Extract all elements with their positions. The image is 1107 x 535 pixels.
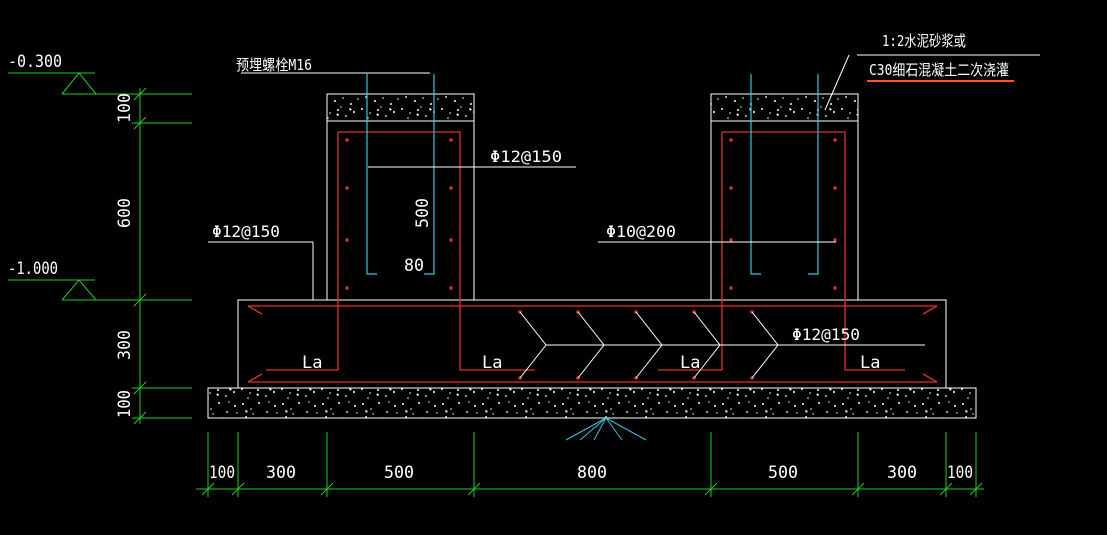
elevation-top-label: -0.300 bbox=[8, 52, 62, 72]
slab-tie-chevrons bbox=[519, 311, 925, 379]
vertical-dimension-chain bbox=[132, 87, 192, 425]
right-grout-cap bbox=[710, 93, 859, 122]
bolt-depth-label: 500 bbox=[413, 198, 433, 228]
rebar-cage bbox=[247, 131, 938, 383]
left-grout-cap bbox=[326, 93, 475, 122]
bolt-hook-label: 80 bbox=[404, 256, 424, 276]
right-rebar-label: Φ10@200 bbox=[606, 222, 676, 241]
hdim-100-left: 100 bbox=[209, 463, 235, 483]
hdim-800: 800 bbox=[577, 463, 607, 483]
elevation-marker-top: -0.300 bbox=[8, 52, 192, 95]
anchor-label-3: La bbox=[680, 353, 700, 373]
grout-note-line2: C30细石混凝土二次浇灌 bbox=[869, 61, 1009, 79]
vdim-300: 300 bbox=[115, 330, 135, 360]
elevation-marker-bottom: -1.000 bbox=[8, 259, 192, 301]
grout-note-line1: 1:2水泥砂浆或 bbox=[882, 32, 966, 50]
leader-lines bbox=[208, 54, 1040, 300]
concrete-bedding bbox=[207, 387, 977, 419]
right-pier bbox=[710, 93, 859, 301]
left-rebar-label: Φ12@150 bbox=[212, 222, 280, 241]
anchor-label-1: La bbox=[302, 353, 322, 373]
elevation-bottom-label: -1.000 bbox=[8, 259, 58, 279]
hdim-300-right: 300 bbox=[887, 463, 917, 483]
hdim-100-right: 100 bbox=[947, 463, 973, 483]
left-pier bbox=[326, 93, 475, 301]
rebar-dots bbox=[345, 138, 837, 380]
center-axis-marker bbox=[565, 417, 647, 441]
base-slab bbox=[237, 299, 947, 389]
hdim-500-left: 500 bbox=[384, 463, 414, 483]
horizontal-dimension-chain bbox=[196, 432, 984, 497]
vdim-100-bottom: 100 bbox=[115, 390, 135, 418]
hdim-500-right: 500 bbox=[768, 463, 798, 483]
bolt-label: 预埋螺栓M16 bbox=[236, 56, 312, 74]
vdim-100-top: 100 bbox=[115, 93, 135, 123]
anchor-bolts bbox=[366, 74, 819, 275]
anchor-label-2: La bbox=[482, 353, 502, 373]
base-rebar-label: Φ12@150 bbox=[792, 325, 860, 344]
vdim-600: 600 bbox=[115, 198, 135, 228]
hdim-300-left: 300 bbox=[266, 463, 296, 483]
pier-stirrup-label: Φ12@150 bbox=[490, 147, 562, 166]
anchor-label-4: La bbox=[860, 353, 880, 373]
